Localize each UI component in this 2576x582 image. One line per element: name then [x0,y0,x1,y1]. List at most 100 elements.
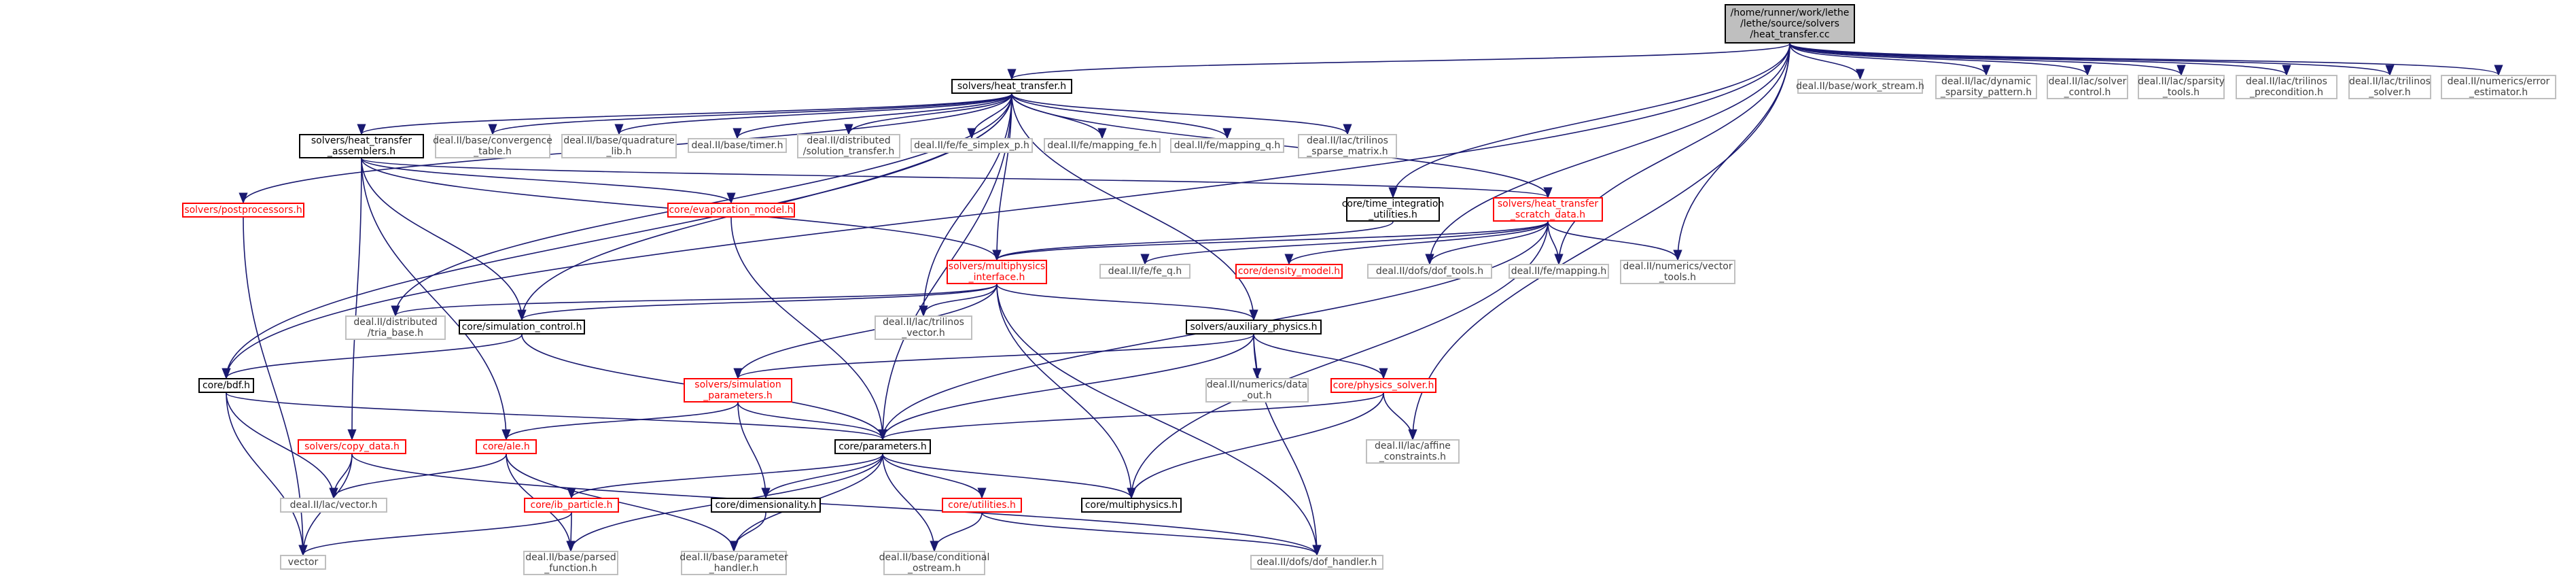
edge-ht-scratch-to-vector-tools [1547,221,1678,260]
node-dyn-sparsity[interactable]: deal.II/lac/dynamic _sparsity_pattern.h [1935,75,2037,99]
edge-ht-h-to-mapping-q [1011,93,1227,139]
node-time-integration[interactable]: core/time_integration _utilities.h [1341,197,1445,222]
node-parameter-handler[interactable]: deal.II/base/parameter _handler.h [680,551,788,575]
node-trilinos-vector[interactable]: deal.II/lac/trilinos _vector.h [875,315,972,340]
node-ht-assemblers[interactable]: solvers/heat_transfer _assemblers.h [299,134,424,158]
edge-ht-assemblers-to-ale [361,158,506,439]
node-lac-vector[interactable]: deal.II/lac/vector.h [280,498,387,513]
edge-ht-h-to-fe-simplex [972,93,1012,139]
node-mapping[interactable]: deal.II/fe/mapping.h [1508,264,1609,279]
node-tria-base[interactable]: deal.II/distributed /tria_base.h [345,315,446,340]
node-conditional-ostream[interactable]: deal.II/base/conditional _ostream.h [879,551,990,575]
edge-parameters-to-multiphysics [882,453,1131,498]
edge-ht-scratch-to-fe-q [1145,221,1549,264]
edge-aux-physics-to-physics-solver [1253,334,1383,379]
node-mapping-q[interactable]: deal.II/fe/mapping_q.h [1170,138,1284,153]
edge-layer [226,43,2499,555]
node-vector-tools[interactable]: deal.II/numerics/vector _tools.h [1620,260,1735,284]
node-work-stream[interactable]: deal.II/base/work_stream.h [1796,79,1924,94]
edge-evaporation-to-parameters [730,217,883,439]
node-trilinos-precond[interactable]: deal.II/lac/trilinos _precondition.h [2236,75,2337,99]
node-fe-q[interactable]: deal.II/fe/fe_q.h [1099,264,1190,279]
node-timer[interactable]: deal.II/base/timer.h [688,138,787,153]
node-multiphysics[interactable]: core/multiphysics.h [1081,498,1182,513]
edge-aux-physics-to-sim-params [738,334,1254,379]
node-sim-control[interactable]: core/simulation_control.h [459,320,585,335]
node-data-out[interactable]: deal.II/numerics/data _out.h [1205,378,1309,403]
edge-physics-solver-to-multiphysics [1131,392,1384,498]
edge-root-to-error-estimator [1789,43,2499,75]
node-fe-simplex[interactable]: deal.II/fe/fe_simplex_p.h [911,138,1033,153]
edge-ht-scratch-to-mp-interface [997,221,1549,260]
node-ib-particle[interactable]: core/ib_particle.h [524,498,619,513]
node-solution-transfer[interactable]: deal.II/distributed /solution_transfer.h [797,134,900,158]
edge-aux-physics-to-dof-handler [1253,334,1317,555]
edge-physics-solver-to-affine-constraints [1383,392,1413,440]
edge-ib-particle-to-vector-std [303,512,572,555]
node-trilinos-solver[interactable]: deal.II/lac/trilinos _solver.h [2348,75,2431,99]
edge-sim-params-to-ale [506,402,739,440]
node-sparsity-tools[interactable]: deal.II/lac/sparsity _tools.h [2138,75,2225,99]
edge-sim-params-to-parameters [737,402,883,440]
node-copy-data[interactable]: solvers/copy_data.h [298,439,406,454]
node-ht-h[interactable]: solvers/heat_transfer.h [951,79,1072,94]
node-mp-interface[interactable]: solvers/multiphysics _interface.h [947,260,1047,284]
edge-aux-physics-to-parameters [883,334,1254,439]
node-bdf[interactable]: core/bdf.h [198,378,254,393]
node-solver-control[interactable]: deal.II/lac/solver _control.h [2047,75,2128,99]
edge-root-to-sparsity-tools [1789,43,2181,75]
edge-root-to-trilinos-precond [1789,43,2287,75]
node-dimensionality[interactable]: core/dimensionality.h [711,498,821,513]
node-aux-physics[interactable]: solvers/auxiliary_physics.h [1186,320,1322,335]
node-trilinos-sparse[interactable]: deal.II/lac/trilinos _sparse_matrix.h [1298,134,1397,158]
edge-bdf-to-parameters [226,392,883,440]
edge-root-to-ht-h [1012,43,1790,80]
edge-parameters-to-ib-particle [571,453,883,498]
edge-ht-assemblers-to-copy-data [352,158,362,439]
edge-root-to-affine-constraints [1413,43,1790,439]
edge-ht-h-to-trilinos-vector [923,93,1012,315]
node-vector-std[interactable]: vector [280,555,326,570]
node-ht-scratch[interactable]: solvers/heat_transfer _scratch_data.h [1493,197,1603,222]
edge-ht-h-to-trilinos-sparse [1011,93,1347,135]
edge-ht-h-to-timer [737,93,1012,139]
node-utilities[interactable]: core/utilities.h [942,498,1022,513]
edge-ht-assemblers-to-ht-scratch [361,158,1548,198]
node-quadrature-lib[interactable]: deal.II/base/quadrature _lib.h [561,134,677,158]
node-root: /home/runner/work/lethe /lethe/source/so… [1725,4,1855,44]
edge-utilities-to-conditional-ostream [934,512,983,551]
edge-parameters-to-dimensionality [766,453,883,498]
node-ale[interactable]: core/ale.h [476,439,537,454]
node-physics-solver[interactable]: core/physics_solver.h [1330,378,1436,393]
edge-ht-h-to-aux-physics [1011,93,1254,320]
node-density-model[interactable]: core/density_model.h [1235,264,1343,279]
node-evaporation[interactable]: core/evaporation_model.h [667,203,795,218]
node-dof-tools[interactable]: deal.II/dofs/dof_tools.h [1367,264,1492,279]
edge-utilities-to-dof-handler [981,512,1317,555]
edge-sim-params-to-dimensionality [737,402,766,498]
edge-dimensionality-to-parameter-handler [734,512,766,551]
edge-parameters-to-utilities [882,453,982,498]
edge-sim-control-to-bdf [226,334,523,379]
edge-ht-h-to-convergence-table [493,93,1012,135]
node-error-estimator[interactable]: deal.II/numerics/error _estimator.h [2441,75,2556,99]
node-convergence-table[interactable]: deal.II/base/convergence _table.h [433,134,552,158]
edge-time-integration-to-mp-interface [997,221,1394,260]
node-parameters[interactable]: core/parameters.h [834,439,931,454]
node-sim-params[interactable]: solvers/simulation _parameters.h [684,378,792,403]
edge-ht-h-to-ht-assemblers [361,93,1012,135]
edge-mp-interface-to-sim-control [522,284,998,320]
edge-ht-h-to-quadrature-lib [619,93,1012,135]
node-postprocessors[interactable]: solvers/postprocessors.h [182,203,304,218]
node-parsed-function[interactable]: deal.II/base/parsed _function.h [523,551,618,575]
node-affine-constraints[interactable]: deal.II/lac/affine _constraints.h [1366,439,1460,464]
edge-mp-interface-to-trilinos-vector [923,284,998,316]
node-dof-handler[interactable]: deal.II/dofs/dof_handler.h [1250,555,1383,570]
edge-ht-assemblers-to-evaporation [361,158,731,203]
edge-root-to-work-stream [1789,43,1860,80]
edge-physics-solver-to-parameters [883,392,1384,440]
edge-mp-interface-to-dof-handler [996,284,1317,555]
node-mapping-fe[interactable]: deal.II/fe/mapping_fe.h [1044,138,1161,153]
edge-ht-assemblers-to-sim-control [361,158,522,320]
